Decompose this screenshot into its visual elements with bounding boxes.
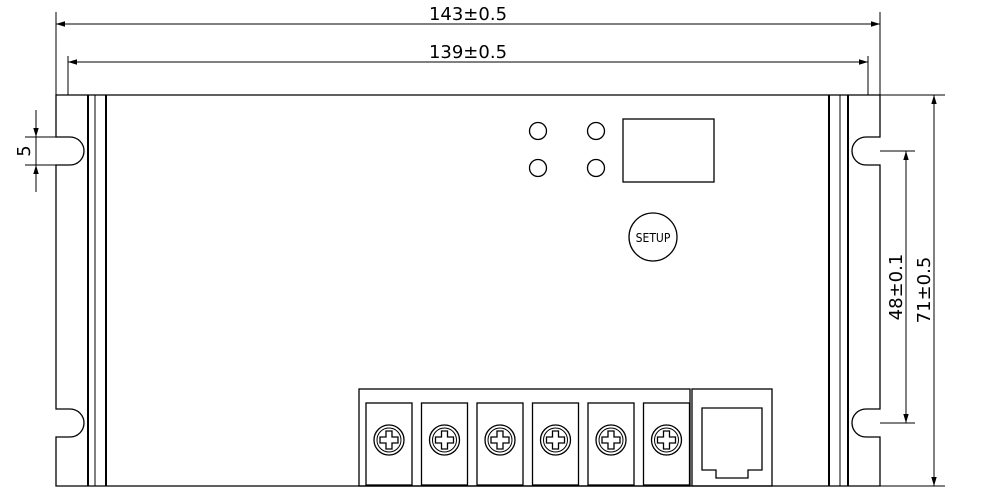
cross-screw-icon xyxy=(434,430,455,450)
terminal-screw[interactable] xyxy=(587,402,635,486)
slot-height-dimension: 5 xyxy=(14,110,56,192)
terminal-screw[interactable] xyxy=(476,402,524,486)
terminal-screw[interactable] xyxy=(365,402,413,486)
terminal-screw[interactable] xyxy=(531,402,580,486)
setup-button[interactable]: SETUP xyxy=(628,212,678,262)
terminal-screw[interactable] xyxy=(642,402,691,486)
cross-screw-icon xyxy=(601,430,621,450)
inner-width-dimension: 139±0.5 xyxy=(67,42,869,95)
rj45-port[interactable] xyxy=(691,388,773,487)
led-indicator xyxy=(528,158,548,178)
cross-screw-icon xyxy=(490,430,510,450)
terminal-screw[interactable] xyxy=(420,402,469,486)
terminal-block xyxy=(358,388,691,487)
overall-width-dimension: 143±0.5 xyxy=(55,4,881,95)
indicator-leds xyxy=(528,121,606,178)
cross-screw-icon xyxy=(379,430,399,450)
led-indicator xyxy=(586,158,606,178)
hole-spacing-dimension: 48±0.1 xyxy=(880,150,915,424)
overall-width-label: 143±0.5 xyxy=(429,4,507,25)
setup-button-label: SETUP xyxy=(636,231,671,245)
slot-height-label: 5 xyxy=(14,145,35,156)
cross-screw-icon xyxy=(656,430,677,450)
inner-width-label: 139±0.5 xyxy=(429,42,507,63)
hole-spacing-label: 48±0.1 xyxy=(886,254,907,321)
cross-screw-icon xyxy=(545,430,566,450)
overall-height-dimension: 71±0.5 xyxy=(880,94,945,487)
display-window xyxy=(622,118,715,183)
overall-height-label: 71±0.5 xyxy=(914,257,935,324)
led-indicator xyxy=(528,121,548,141)
led-indicator xyxy=(586,121,606,141)
